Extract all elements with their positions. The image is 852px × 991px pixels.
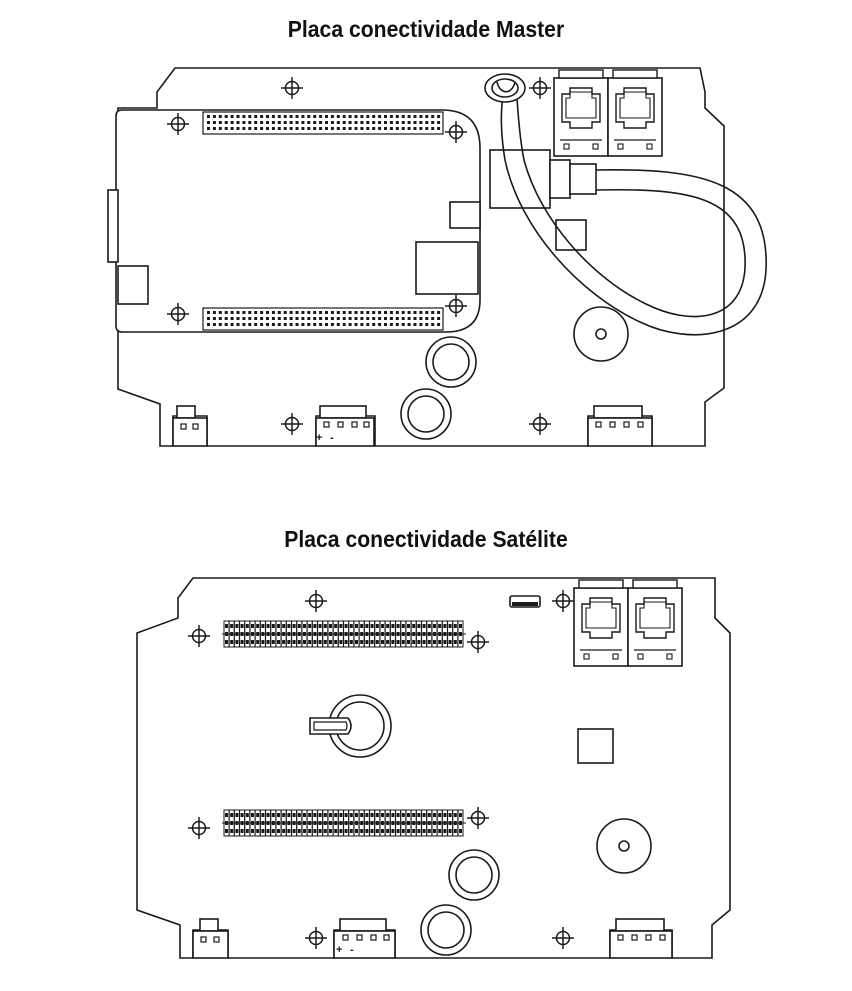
master-board-title: Placa conectividade Master	[287, 16, 565, 42]
master-left-connector	[117, 265, 149, 305]
master-small-chip	[449, 201, 481, 229]
satellite-4pin-connector	[609, 918, 673, 959]
satellite-round-hole-1	[448, 849, 500, 901]
satellite-board-title: Placa conectividade Satélite	[284, 526, 568, 552]
satellite-minus-label: -	[350, 944, 354, 956]
satellite-mount-hole-2	[551, 589, 575, 613]
master-power-connector: + -	[315, 405, 375, 447]
satellite-rj-connector-1	[573, 579, 629, 667]
master-top-pin-header	[202, 111, 444, 135]
satellite-mount-hole-6	[466, 806, 490, 830]
master-cable-inner	[515, 87, 746, 318]
master-compute-module	[115, 109, 481, 333]
master-round-hole-1	[425, 336, 477, 388]
master-plus-label: +	[316, 432, 322, 444]
master-rj-connector-2	[607, 69, 663, 157]
satellite-micro-usb	[509, 595, 541, 608]
satellite-rj-connector-2	[627, 579, 683, 667]
satellite-mount-hole-1	[304, 589, 328, 613]
master-side-port	[107, 189, 119, 263]
master-ethernet-block	[415, 241, 479, 295]
satellite-round-hole-2	[420, 904, 472, 956]
satellite-plus-label: +	[336, 944, 342, 956]
master-board: + -	[107, 67, 767, 447]
satellite-mount-hole-8	[551, 926, 575, 950]
satellite-square-chip	[577, 728, 614, 764]
satellite-2pin-connector	[192, 918, 229, 959]
master-round-hole-2	[400, 388, 452, 440]
satellite-mount-hole-4	[466, 630, 490, 654]
master-mount-hole-6	[528, 76, 552, 100]
master-cable-outer	[500, 87, 767, 336]
satellite-top-header	[222, 620, 466, 648]
master-2pin-connector	[172, 405, 208, 447]
master-mount-hole-8	[528, 412, 552, 436]
satellite-board: + -	[136, 577, 731, 959]
master-usb-plug	[549, 159, 571, 199]
master-usb-housing	[489, 149, 551, 209]
master-rj-connector-1	[553, 69, 609, 157]
satellite-mount-hole-3	[187, 624, 211, 648]
satellite-bottom-header	[222, 809, 466, 837]
satellite-mount-hole-5	[187, 816, 211, 840]
master-buzzer	[573, 306, 629, 362]
satellite-coin-battery	[309, 694, 392, 758]
master-cable-plug	[569, 163, 597, 195]
master-4pin-connector	[587, 405, 653, 447]
satellite-buzzer	[596, 818, 652, 874]
master-mount-hole-7	[280, 412, 304, 436]
satellite-mount-hole-7	[304, 926, 328, 950]
master-mount-hole-1	[280, 76, 304, 100]
satellite-power-connector: + -	[333, 918, 396, 959]
master-cable-jack	[484, 73, 526, 103]
master-bottom-pin-header	[202, 307, 444, 331]
master-minus-label: -	[330, 432, 334, 444]
master-board-outline	[117, 67, 725, 447]
